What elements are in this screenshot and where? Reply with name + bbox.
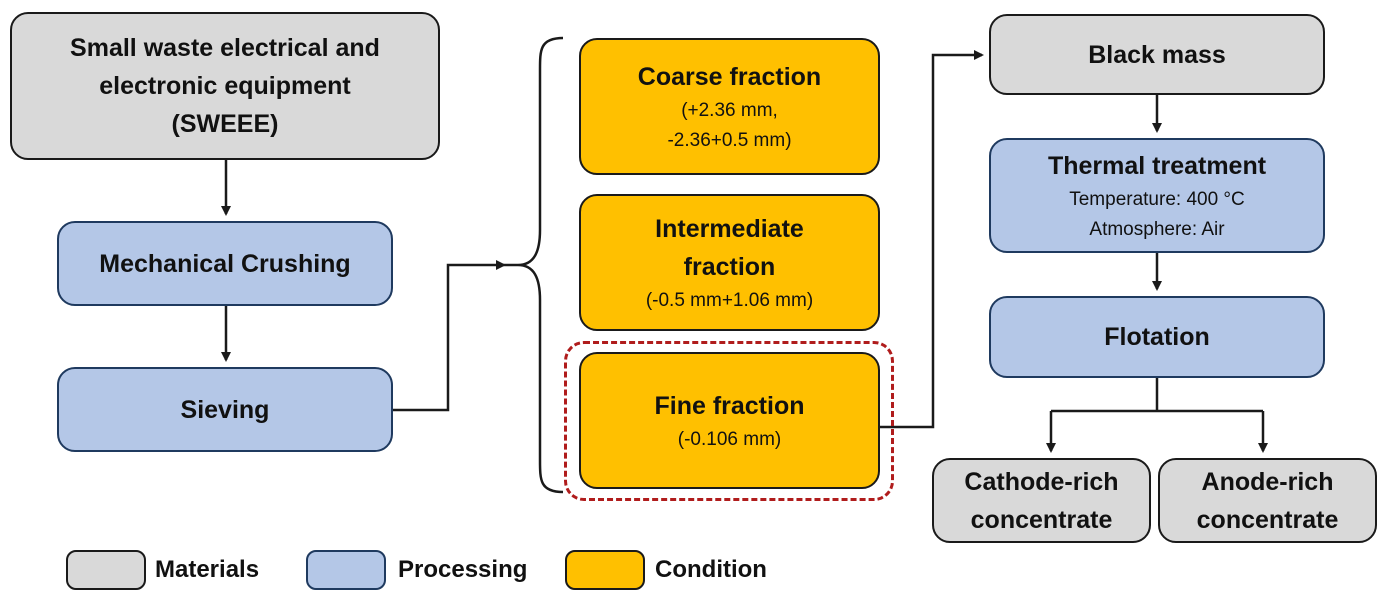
sweee-box: Small waste electrical and electronic eq… (10, 12, 440, 160)
flotation-label: Flotation (1104, 323, 1210, 351)
coarse-fraction-detail-2: -2.36+0.5 mm) (667, 129, 792, 151)
anode-line-2: concentrate (1196, 505, 1339, 534)
thermal-treatment-box: Thermal treatment Temperature: 400 °C At… (989, 138, 1325, 253)
sieving-box: Sieving (57, 367, 393, 452)
anode-concentrate-box: Anode-rich concentrate (1158, 458, 1377, 543)
anode-line-1: Anode-rich (1201, 467, 1334, 496)
intermediate-fraction-detail: (-0.5 mm+1.06 mm) (645, 289, 814, 311)
intermediate-fraction-box: Intermediate fraction (-0.5 mm+1.06 mm) (579, 194, 880, 331)
fine-fraction-highlight (564, 341, 894, 501)
fraction-brace (517, 36, 564, 494)
legend-label-processing: Processing (398, 556, 528, 583)
arrow-fine-to-black-mass (880, 50, 984, 429)
intermediate-fraction-title-2: fraction (683, 252, 776, 281)
legend-label-condition: Condition (655, 556, 767, 583)
coarse-fraction-detail-1: (+2.36 mm, (681, 99, 778, 121)
cathode-concentrate-box: Cathode-rich concentrate (932, 458, 1151, 543)
thermal-treatment-title: Thermal treatment (1047, 151, 1267, 180)
thermal-atmosphere: Atmosphere: Air (1089, 218, 1225, 240)
sieving-label: Sieving (180, 395, 270, 424)
thermal-temperature: Temperature: 400 °C (1069, 188, 1245, 210)
mechanical-crushing-label: Mechanical Crushing (99, 249, 351, 278)
sweee-line-1: Small waste electrical and (70, 34, 380, 62)
legend-swatch-condition (565, 550, 645, 590)
coarse-fraction-title: Coarse fraction (637, 62, 822, 91)
black-mass-label: Black mass (1088, 40, 1226, 69)
cathode-line-1: Cathode-rich (964, 467, 1119, 496)
flotation-box: Flotation (989, 296, 1325, 378)
legend-swatch-materials (66, 550, 146, 590)
fine-fraction-detail: (-0.106 mm) (677, 428, 782, 450)
coarse-fraction-box: Coarse fraction (+2.36 mm, -2.36+0.5 mm) (579, 38, 880, 175)
legend-swatch-processing (306, 550, 386, 590)
legend-label-materials: Materials (155, 556, 260, 583)
mechanical-crushing-box: Mechanical Crushing (57, 221, 393, 306)
fine-fraction-title: Fine fraction (654, 391, 805, 420)
sweee-line-2: electronic equipment (99, 72, 351, 100)
black-mass-box: Black mass (989, 14, 1325, 95)
arrow-sieving-to-fractions (392, 260, 506, 412)
intermediate-fraction-title-1: Intermediate (655, 214, 804, 243)
cathode-line-2: concentrate (970, 505, 1113, 534)
fine-fraction-box: Fine fraction (-0.106 mm) (579, 352, 880, 489)
sweee-line-3: (SWEEE) (171, 110, 279, 138)
